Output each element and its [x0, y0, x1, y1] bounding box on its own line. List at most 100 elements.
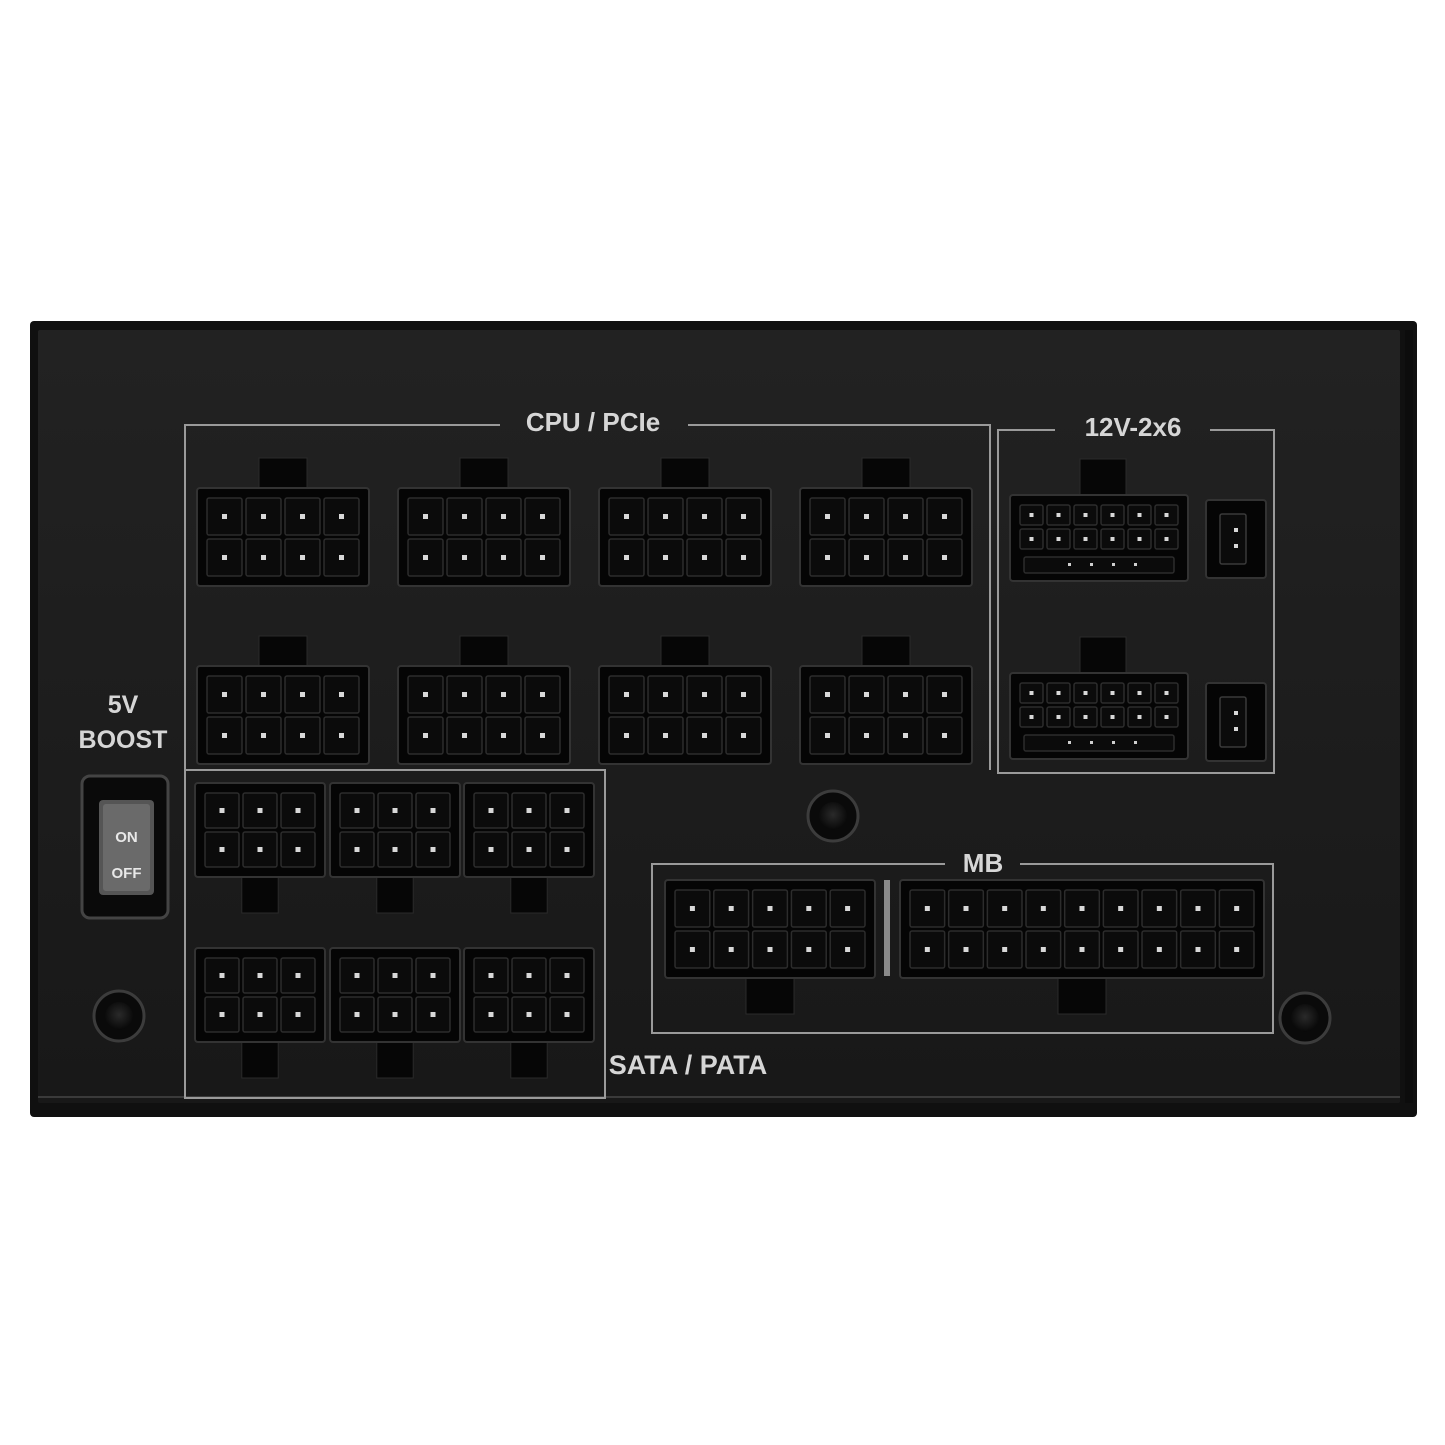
pin-contact [257, 973, 263, 978]
latch-tab [241, 1037, 279, 1079]
pin-contact [430, 1012, 436, 1017]
pin-contact [741, 555, 746, 560]
pin-contact [1079, 947, 1085, 952]
pin-contact [488, 1012, 494, 1017]
cpu-pcie-label: CPU / PCIe [526, 407, 660, 437]
pin-contact [1083, 537, 1088, 541]
pin-contact [339, 733, 344, 738]
boost-label-line1: 5V [108, 691, 139, 719]
cpu-pcie-connector[interactable] [598, 457, 772, 587]
pin-contact [1090, 741, 1093, 744]
pin-contact [295, 847, 301, 852]
pin-contact [354, 808, 360, 813]
sata-pata-connector[interactable] [463, 782, 595, 914]
latch-tab [376, 1037, 414, 1079]
pin-contact [462, 692, 467, 697]
mb-10pin-connector[interactable] [664, 879, 876, 1015]
sata-pata-connector[interactable] [329, 782, 461, 914]
pin-contact [392, 1012, 398, 1017]
pin-contact [741, 692, 746, 697]
latch-tab [459, 457, 509, 493]
pin-contact [1137, 513, 1142, 517]
pin-contact [689, 906, 695, 911]
sata-pata-connector[interactable] [329, 947, 461, 1079]
pin-contact [1056, 691, 1061, 695]
sata-pata-connector[interactable] [194, 782, 326, 914]
pin-contact [423, 514, 428, 519]
pin-contact [825, 555, 830, 560]
pin-contact [1029, 691, 1034, 695]
pin-contact [257, 1012, 263, 1017]
pin-contact [942, 733, 947, 738]
pin-contact [864, 692, 869, 697]
cpu-pcie-connector[interactable] [598, 635, 772, 765]
pin-contact [1110, 691, 1115, 695]
cpu-pcie-connector[interactable] [196, 635, 370, 765]
pcie-12v-2x6-connector[interactable] [1009, 636, 1189, 760]
pin-contact [526, 808, 532, 813]
pin-contact [1137, 537, 1142, 541]
pin-contact [300, 514, 305, 519]
pin-contact [1083, 715, 1088, 719]
pin-contact [1090, 563, 1093, 566]
pin-contact [903, 555, 908, 560]
pin-contact [462, 514, 467, 519]
cpu-pcie-connector[interactable] [397, 635, 571, 765]
pin-contact [423, 692, 428, 697]
cpu-pcie-connector[interactable] [799, 457, 973, 587]
pin-contact [1134, 563, 1137, 566]
pin-contact [295, 1012, 301, 1017]
latch-tab [241, 872, 279, 914]
pin-contact [624, 555, 629, 560]
boost-switch[interactable]: ON OFF [80, 774, 170, 920]
latch-tab [376, 872, 414, 914]
pin-contact [963, 906, 969, 911]
pin-contact [767, 906, 773, 911]
pin-contact [1110, 537, 1115, 541]
switch-on-label: ON [115, 829, 138, 846]
pin-contact [825, 733, 830, 738]
pin-contact [924, 906, 930, 911]
pin-contact [354, 973, 360, 978]
pin-contact [1112, 563, 1115, 566]
pin-contact [261, 514, 266, 519]
pin-contact [540, 692, 545, 697]
pcie-12v-2x6-connector[interactable] [1009, 458, 1189, 582]
sata-pata-connector[interactable] [194, 947, 326, 1079]
pin-contact [663, 555, 668, 560]
pin-contact [222, 514, 227, 519]
cpu-pcie-connector[interactable] [196, 457, 370, 587]
pin-contact [825, 514, 830, 519]
pin-contact [1164, 691, 1169, 695]
pin-contact [354, 847, 360, 852]
pin-contact [942, 514, 947, 519]
sense-connector[interactable] [1205, 499, 1267, 579]
pin-contact [501, 555, 506, 560]
pin-contact [1164, 537, 1169, 541]
pin-contact [488, 808, 494, 813]
pin-contact [767, 947, 773, 952]
pin-contact [300, 692, 305, 697]
pin-contact [1112, 741, 1115, 744]
pin-contact [845, 906, 851, 911]
pin-contact [392, 973, 398, 978]
cpu-pcie-connector[interactable] [799, 635, 973, 765]
sense-connector[interactable] [1205, 682, 1267, 762]
pin-contact [1234, 906, 1240, 911]
pin-contact [1137, 691, 1142, 695]
latch-tab [861, 457, 911, 493]
pin-contact [942, 555, 947, 560]
mb-18pin-connector[interactable] [899, 879, 1265, 1015]
sata-pata-connector[interactable] [463, 947, 595, 1079]
latch-tab [1057, 973, 1107, 1015]
pin-contact [423, 555, 428, 560]
pin-contact [663, 692, 668, 697]
pin-contact [1056, 513, 1061, 517]
pin-contact [942, 692, 947, 697]
cpu-pcie-connector[interactable] [397, 457, 571, 587]
pin-contact [339, 555, 344, 560]
pin-contact [1118, 947, 1124, 952]
pin-contact [261, 692, 266, 697]
pin-contact [339, 692, 344, 697]
screw-head [819, 802, 847, 830]
